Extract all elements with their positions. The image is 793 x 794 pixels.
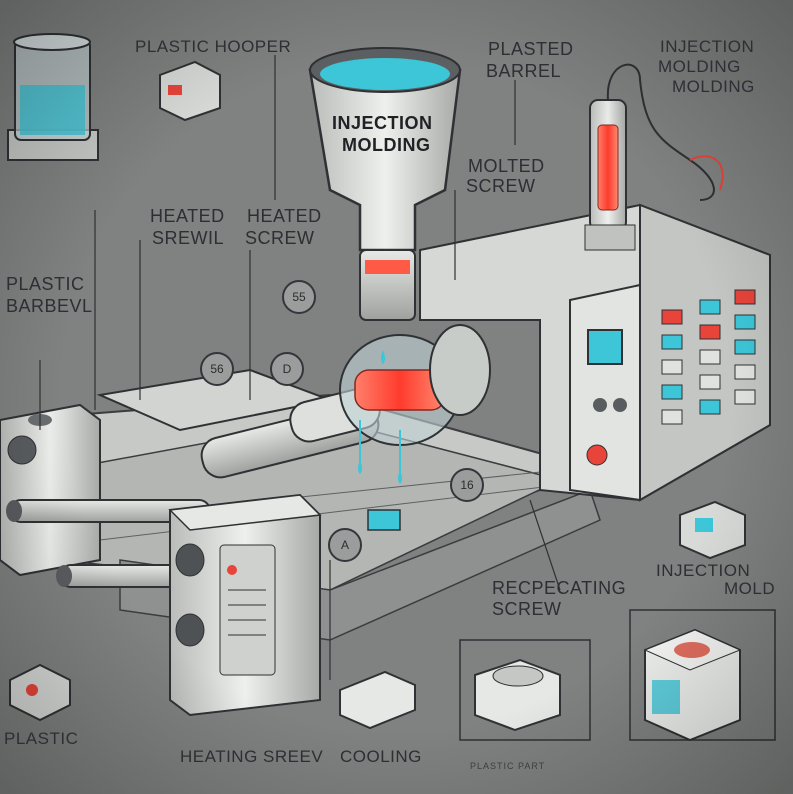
label-injection-molding-line1: INJECTION	[660, 37, 755, 56]
label-injection-mold-line2: MOLD	[724, 579, 776, 598]
label-heating-screw: HEATING SREEV	[180, 747, 324, 766]
label-plastic-barbevl-line2: BARBEVL	[6, 296, 93, 316]
hopper-title-line2: MOLDING	[342, 135, 431, 155]
label-plastic-part: PLASTIC PART	[470, 761, 546, 771]
label-plastic-hopper: PLASTIC HOOPER	[135, 37, 292, 56]
label-plastic-barbevl-line1: PLASTIC	[6, 274, 85, 294]
label-heated-screw-line1: HEATED	[247, 206, 322, 226]
label-plastic-bottom: PLASTIC	[4, 729, 79, 748]
label-molted-screw-line2: SCREW	[466, 176, 536, 196]
label-recpecating-screw-line2: SCREW	[492, 599, 562, 619]
label-injection-mold-line1: INJECTION	[656, 561, 751, 580]
label-heated-srewil-line2: SREWIL	[152, 228, 225, 248]
callout-55: 55	[282, 280, 316, 314]
callout-16: 16	[450, 468, 484, 502]
label-plasted-barrel-line1: PLASTED	[488, 39, 574, 59]
label-heated-srewil-line1: HEATED	[150, 206, 225, 226]
callout-56: 56	[200, 352, 234, 386]
hopper-title-line1: INJECTION	[332, 113, 433, 133]
callout-d: D	[270, 352, 304, 386]
label-cooling: COOLING	[340, 747, 422, 766]
label-molted-screw-line1: MOLTED	[468, 156, 545, 176]
label-injection-molding-line3: MOLDING	[672, 77, 755, 96]
label-plasted-barrel-line2: BARREL	[486, 61, 562, 81]
label-heated-screw-line2: SCREW	[245, 228, 315, 248]
label-injection-molding-line2: MOLDING	[658, 57, 741, 76]
callout-a: A	[328, 528, 362, 562]
label-recpecating-screw-line1: RECPECATING	[492, 578, 627, 598]
